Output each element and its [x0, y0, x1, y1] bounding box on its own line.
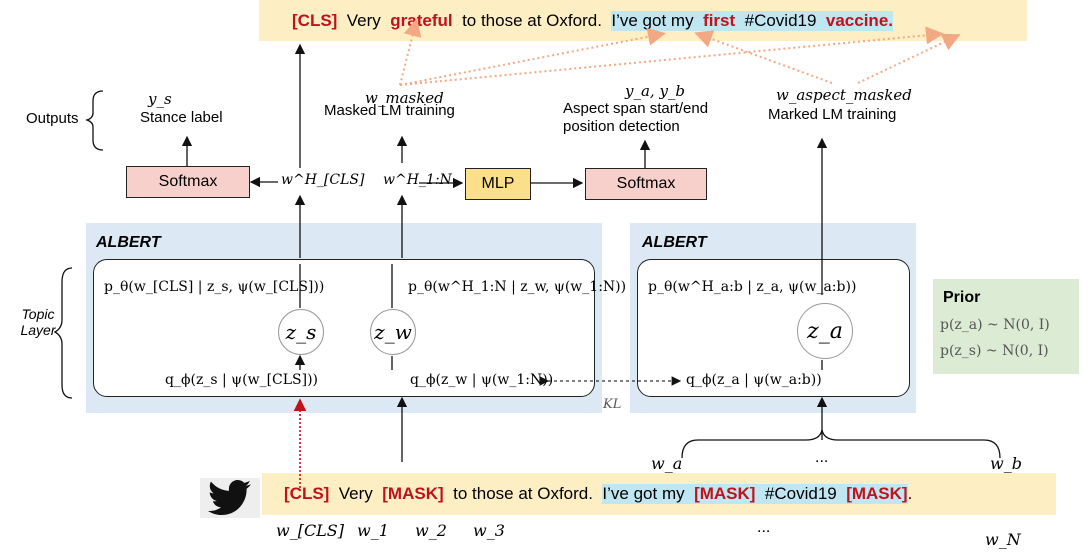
token-w3: w_3 [473, 521, 505, 540]
token-wb: w_b [990, 454, 1022, 473]
top-sentence: [CLS] Very grateful to those at Oxford. … [292, 0, 893, 41]
token-wa: w_a [651, 454, 683, 473]
z-w-node: z_w [370, 309, 416, 355]
bottom-word-very: Very [338, 484, 373, 503]
q-1n-formula: q_ϕ(z_w | ψ(w_1:N)) [410, 372, 554, 388]
p-ab-formula: p_θ(w^H_a:b | z_a, ψ(w_a:b)) [648, 279, 857, 295]
arrow-aspect-to-first [694, 30, 833, 84]
stance-label: Stance label [140, 109, 223, 126]
prior-title: Prior [943, 289, 981, 306]
span-label-1: Aspect span start/end [563, 100, 709, 117]
top-sentence-bar: [CLS] Very grateful to those at Oxford. … [259, 0, 1027, 41]
prior-line-2: p(z_s) ~ N(0, I) [940, 343, 1049, 359]
kl-label: KL [603, 397, 622, 412]
albert-right-title: ALBERT [642, 234, 707, 251]
topic-layer-right-box [637, 259, 910, 397]
bottom-words-ive-got: I’ve got my [602, 484, 685, 503]
prior-box: Prior p(z_a) ~ N(0, I) p(z_s) ~ N(0, I) [933, 279, 1079, 374]
arrow-aspect-to-vaccine [857, 33, 961, 84]
w-cls-h-label: w^H_[CLS] [281, 172, 365, 188]
bottom-mask-1: [MASK] [382, 484, 444, 503]
token-w-cls: w_[CLS] [276, 521, 345, 540]
token-dots-top: ... [815, 449, 829, 466]
span-label-2: position detection [563, 118, 680, 135]
token-wN: w_N [985, 530, 1021, 549]
softmax-right-box: Softmax [585, 168, 707, 200]
z-a-node: z_a [797, 303, 853, 359]
arrow-masked-to-grateful [399, 18, 422, 86]
top-word-very: Very [346, 10, 381, 30]
z-s-node: z_s [278, 309, 324, 355]
q-cls-formula: q_ϕ(z_s | ψ(w_[CLS])) [165, 372, 319, 388]
bottom-mask-3: [MASK] [846, 484, 908, 503]
bottom-words-oxford: to those at Oxford. [453, 484, 593, 503]
token-w1: w_1 [357, 521, 389, 540]
bottom-cls-token: [CLS] [284, 484, 330, 503]
top-word-vaccine: vaccine. [825, 10, 893, 30]
softmax-left-box: Softmax [126, 166, 250, 198]
masked-var: w_masked [365, 89, 444, 107]
arrow-masked-to-vaccine [399, 26, 944, 86]
p-cls-formula: p_θ(w_[CLS] | z_s, ψ(w_[CLS])) [104, 279, 325, 295]
arrow-masked-to-first [399, 27, 666, 86]
aspect-var: w_aspect_masked [776, 86, 912, 104]
w-1n-h-label: w^H_1:N [383, 172, 452, 188]
token-w2: w_2 [415, 521, 447, 540]
twitter-bird-icon [200, 478, 260, 518]
top-cls-token: [CLS] [292, 10, 338, 30]
topic-layer-brace [53, 267, 73, 399]
top-highlight-span: I’ve got my first #Covid19 vaccine. [611, 10, 893, 31]
outputs-brace [84, 90, 104, 151]
bottom-sentence-bar: [CLS] Very [MASK] to those at Oxford. I’… [262, 473, 1056, 515]
bottom-sentence: [CLS] Very [MASK] to those at Oxford. I’… [284, 473, 912, 515]
bottom-highlight-span: I’ve got my [MASK] #Covid19 [MASK] [602, 484, 908, 504]
aspect-label: Marked LM training [768, 106, 897, 123]
bottom-mask-2: [MASK] [694, 484, 756, 503]
span-var: y_a, y_b [625, 82, 686, 100]
topic-layer-label: Topic Layer [20, 306, 56, 338]
bottom-word-covid: #Covid19 [764, 484, 837, 503]
topic-layer-left-box [93, 259, 595, 397]
masked-label: Masked LM training [324, 102, 455, 119]
top-word-covid: #Covid19 [744, 10, 817, 30]
stance-var: y_s [148, 90, 172, 108]
albert-left-title: ALBERT [96, 234, 161, 251]
top-words-ive-got: I’ve got my [611, 10, 694, 30]
bottom-period: . [907, 484, 913, 503]
aspect-span-brace [681, 429, 1001, 459]
top-words-oxford: to those at Oxford. [462, 10, 602, 30]
q-ab-formula: q_ϕ(z_a | ψ(w_a:b)) [686, 372, 822, 388]
outputs-label: Outputs [26, 110, 79, 127]
token-dots-bottom: ... [757, 519, 771, 536]
mlp-box: MLP [465, 168, 531, 200]
top-word-first: first [703, 10, 736, 30]
p-1n-formula: p_θ(w^H_1:N | z_w, ψ(w_1:N)) [408, 279, 627, 295]
prior-line-1: p(z_a) ~ N(0, I) [940, 317, 1050, 333]
